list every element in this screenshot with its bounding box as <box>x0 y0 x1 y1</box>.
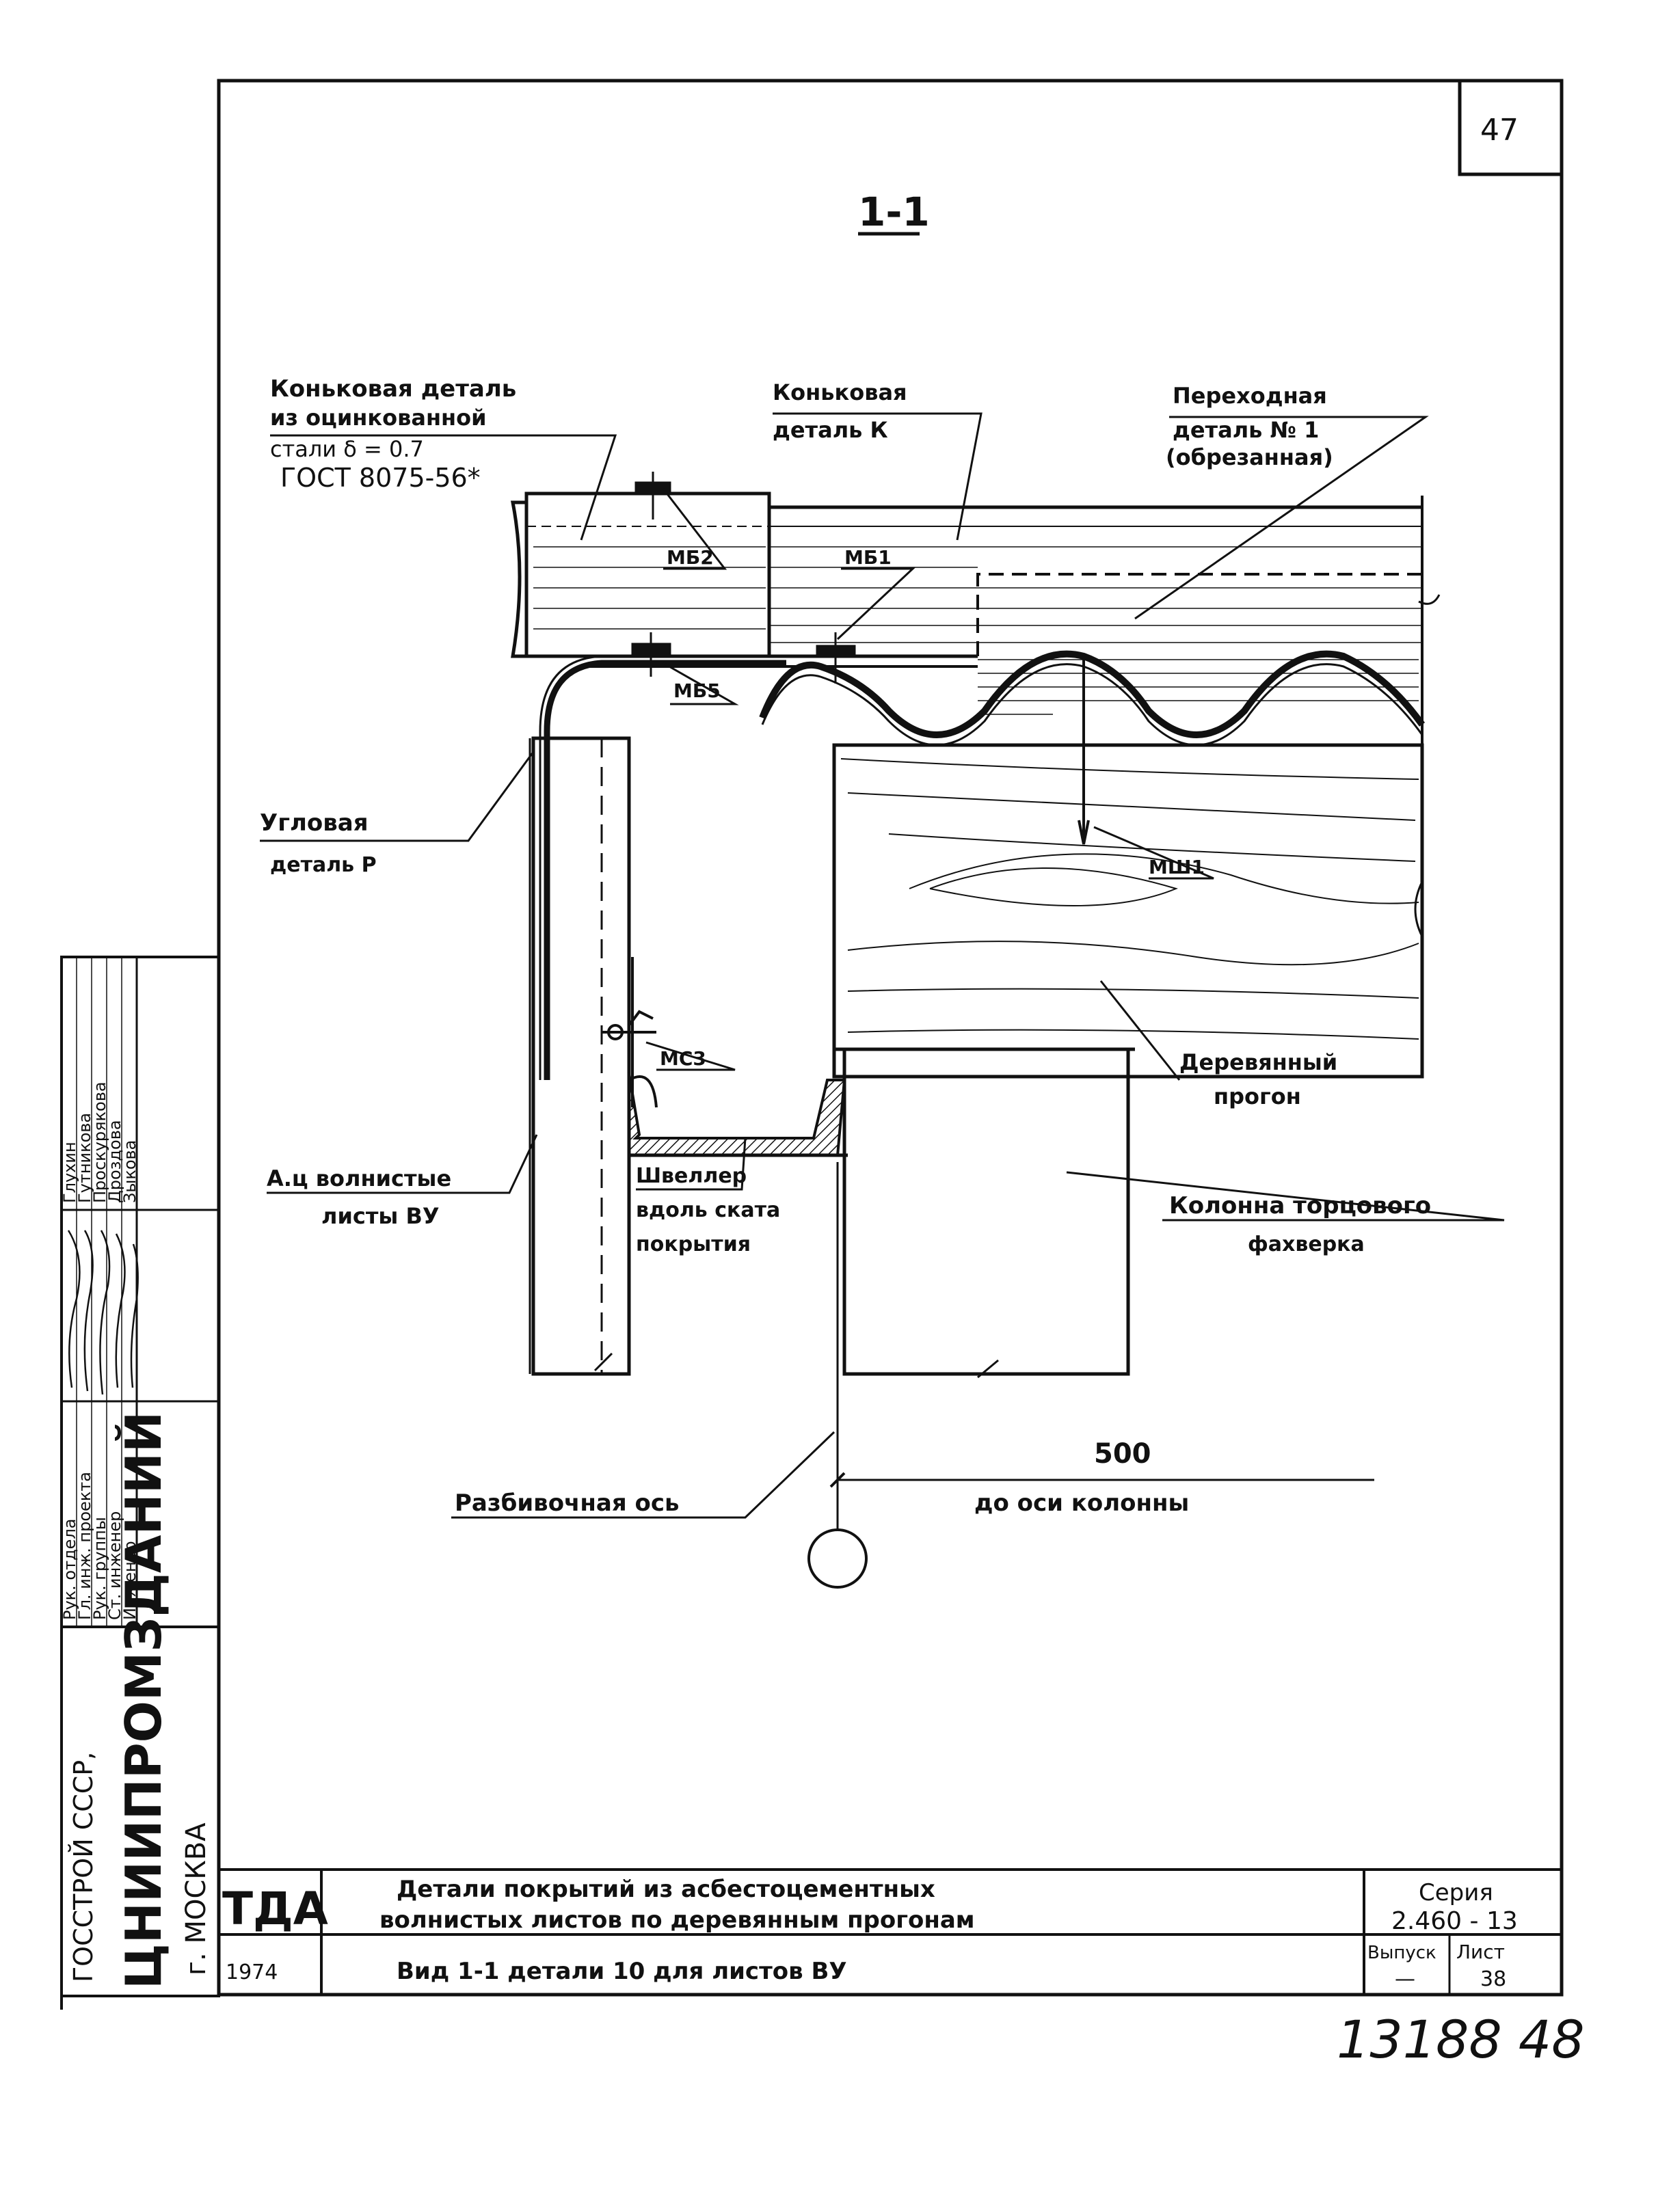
svg-text:деталь Р: деталь Р <box>270 853 377 877</box>
year: 1974 <box>226 1960 278 1984</box>
fastener-markers: МБ2 МБ1 МБ5 МШ1 МС3 <box>660 546 1205 1070</box>
wooden-purlin-shape <box>832 743 1424 1079</box>
subtitle: Вид 1-1 детали 10 для листов ВУ <box>397 1958 847 1985</box>
tda-logo: ТДА <box>222 1883 328 1935</box>
svg-text:деталь К: деталь К <box>773 417 888 443</box>
svg-text:500: 500 <box>1094 1438 1151 1470</box>
svg-text:из оцинкованной: из оцинкованной <box>270 405 487 431</box>
svg-text:МШ1: МШ1 <box>1149 856 1205 878</box>
svg-text:Угловая: Угловая <box>260 809 369 837</box>
axis-bubble <box>807 1528 868 1589</box>
section-mark: 1-1 <box>858 189 930 236</box>
svg-text:Гутникова: Гутникова <box>75 1113 94 1203</box>
svg-text:МБ1: МБ1 <box>844 546 892 569</box>
svg-text:Рук. отдела: Рук. отдела <box>60 1519 79 1621</box>
svg-text:Швеллер: Швеллер <box>636 1164 747 1188</box>
svg-text:г. МОСКВА: г. МОСКВА <box>181 1822 212 1975</box>
svg-text:Коньковая деталь: Коньковая деталь <box>270 375 516 403</box>
corner-detail-shape <box>544 660 786 1080</box>
svg-text:МБ2: МБ2 <box>667 546 714 569</box>
callout-corner: Угловая деталь Р <box>260 809 377 877</box>
stamp-signatures <box>67 1230 139 1395</box>
callout-ac-sheets: А.ц волнистые листы ВУ <box>267 1165 451 1229</box>
page-number-box: 47 <box>1458 81 1562 176</box>
svg-text:Деревянный: Деревянный <box>1179 1049 1337 1075</box>
series-label: Серия <box>1419 1879 1493 1906</box>
callout-end-column: Колонна торцового фахверка <box>1169 1192 1431 1256</box>
issue-value: — <box>1395 1967 1415 1991</box>
stamp-organization: ГОССТРОЙ СССР, ЦНИИПРОМЗДАНИЙ г. МОСКВА <box>68 1412 212 1989</box>
channel-shape <box>628 1073 846 1157</box>
svg-text:МС3: МС3 <box>660 1047 706 1070</box>
svg-text:Разбивочная ось: Разбивочная ось <box>455 1489 680 1517</box>
sheet-value: 38 <box>1480 1967 1506 1991</box>
svg-text:стали δ = 0.7: стали δ = 0.7 <box>270 436 424 462</box>
svg-text:Ст. инженер: Ст. инженер <box>105 1511 124 1620</box>
svg-text:деталь № 1: деталь № 1 <box>1173 417 1319 443</box>
svg-text:покрытия: покрытия <box>636 1232 751 1256</box>
callout-transition: Переходная деталь № 1 (обрезанная) <box>1166 383 1333 470</box>
callout-channel: Швеллер вдоль ската покрытия <box>636 1164 780 1256</box>
svg-text:Колонна торцового: Колонна торцового <box>1169 1192 1431 1219</box>
svg-text:МБ5: МБ5 <box>673 679 721 702</box>
stamp-names: Глухин Гутникова Проскурякова Дроздова З… <box>60 1081 139 1203</box>
issue-label: Выпуск <box>1367 1943 1436 1963</box>
sheet-frame <box>217 79 1564 1997</box>
sheet-label: Лист <box>1456 1941 1505 1963</box>
section-mark-label: 1-1 <box>858 189 930 235</box>
end-column-shape <box>842 1047 1130 1379</box>
svg-text:листы ВУ: листы ВУ <box>321 1203 440 1229</box>
svg-text:прогон: прогон <box>1214 1083 1301 1109</box>
ridge-detail-k-shape <box>769 496 1441 745</box>
callout-purlin: Деревянный прогон <box>1179 1049 1337 1109</box>
svg-text:Дроздова: Дроздова <box>105 1120 124 1203</box>
svg-text:Коньковая: Коньковая <box>773 379 907 405</box>
nail-msh1 <box>1078 656 1090 845</box>
leader-lines <box>260 412 1505 1519</box>
bracket-ms3 <box>602 957 656 1107</box>
title-line-1: Детали покрытий из асбестоцементных <box>397 1876 935 1903</box>
svg-text:Инженер: Инженер <box>120 1541 139 1620</box>
svg-text:Рук. группы: Рук. группы <box>90 1517 109 1620</box>
section-drawing <box>510 472 1441 1589</box>
callout-ridge-k: Коньковая деталь К <box>773 379 907 443</box>
bolt-mb5 <box>631 632 671 677</box>
callout-ridge-galv: Коньковая деталь из оцинкованной стали δ… <box>270 375 516 493</box>
svg-text:Зыкова: Зыкова <box>120 1140 139 1203</box>
bolt-mb2 <box>634 472 671 520</box>
svg-text:фахверка: фахверка <box>1248 1232 1365 1256</box>
svg-text:Глухин: Глухин <box>60 1142 79 1203</box>
ridge-detail-galv-shape <box>510 491 771 658</box>
svg-text:А.ц волнистые: А.ц волнистые <box>267 1165 451 1191</box>
ac-sheets-shape <box>529 736 631 1376</box>
svg-text:ЦНИИПРОМЗДАНИЙ: ЦНИИПРОМЗДАНИЙ <box>115 1412 172 1989</box>
svg-text:(обрезанная): (обрезанная) <box>1166 444 1333 470</box>
svg-text:ГОСТ 8075-56*: ГОСТ 8075-56* <box>280 463 481 493</box>
svg-text:ГОССТРОЙ СССР,: ГОССТРОЙ СССР, <box>68 1752 98 1982</box>
page-number: 47 <box>1480 113 1519 148</box>
stamp-roles: Рук. отдела Гл. инж. проекта Рук. группы… <box>60 1472 139 1620</box>
svg-text:Проскурякова: Проскурякова <box>90 1081 109 1203</box>
title-block <box>219 1868 1562 1995</box>
dimension-500: 500 до оси колонны <box>974 1438 1189 1517</box>
handwritten-archive-number: 13188 48 <box>1337 2009 1585 2070</box>
svg-text:Переходная: Переходная <box>1173 383 1327 409</box>
title-line-2: волнистых листов по деревянным прогонам <box>379 1906 975 1934</box>
svg-text:до оси колонны: до оси колонны <box>974 1489 1189 1517</box>
svg-text:Гл. инж. проекта: Гл. инж. проекта <box>75 1472 94 1620</box>
svg-text:вдоль ската: вдоль ската <box>636 1198 780 1222</box>
series-value: 2.460 - 13 <box>1391 1907 1518 1935</box>
callout-layout-axis: Разбивочная ось <box>455 1489 680 1517</box>
transition-detail-dashed <box>976 573 1426 656</box>
bolt-mb1 <box>816 632 856 684</box>
